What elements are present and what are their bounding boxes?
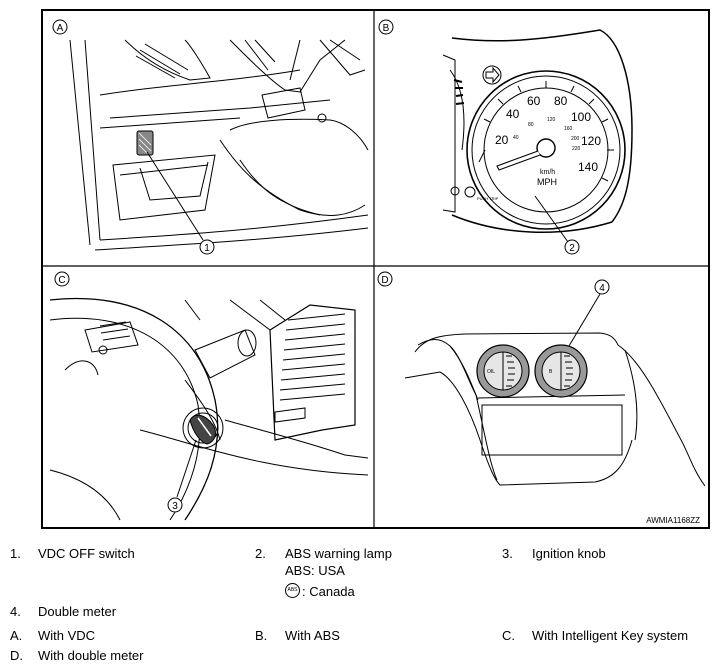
panel-a: A [52,19,369,251]
legend-text-1: VDC OFF switch [38,546,135,561]
panel-b-letter: B [383,23,390,34]
legend-text-d: With double meter [38,648,144,663]
kmh-label: km/h [540,169,555,176]
speedometer-labels: 20 40 60 80 100 120 140 [495,94,601,174]
panel-a-letter: A [57,23,64,34]
legend-num-1: 1. [10,546,21,561]
legend-num-a: A. [10,628,23,643]
legend-text-c: With Intelligent Key system [532,628,689,643]
kmh-tick-80: 80 [528,122,534,128]
kmh-tick-120: 120 [547,117,556,123]
speedometer-hub [536,138,556,158]
callout-2-circle [564,239,580,255]
speedometer-needle [496,150,541,171]
callout-4: 4 [599,283,605,294]
legend-text-2-line2: ABS: USA [285,563,345,578]
tick-120: 120 [581,134,601,148]
speedometer-dial [466,70,626,230]
legend-text-b: With ABS [285,628,340,643]
panel-d: D [377,271,706,487]
tick-80: 80 [554,94,568,108]
callout-3: 3 [172,501,178,512]
callout-1: 1 [204,243,210,254]
ignition-knob-shape [189,414,216,445]
tick-60: 60 [527,94,541,108]
right-gauge-label: B [549,369,553,375]
callout-3-circle [167,497,183,513]
legend-num-c: C. [502,628,515,643]
turn-signal-icon [482,65,502,85]
speedometer-kmh-labels: 40 80 120 160 200 220 [513,117,581,152]
callout-1-circle [199,239,215,255]
callout-4-circle [594,279,610,295]
panel-d-letter: D [381,275,388,286]
legend-num-d: D. [10,648,23,663]
callout-2: 2 [569,243,575,254]
legend-text-2-line3: : Canada [302,584,355,599]
legend-num-2: 2. [255,546,266,561]
panel-d-badge [377,271,393,287]
legend-num-3: 3. [502,546,513,561]
figure-code: AWMIA1168ZZ [646,516,700,525]
figure-frame [41,9,710,529]
panel-b: B [378,19,633,243]
trip-label: PUSH TRIP [477,196,499,201]
tick-100: 100 [571,110,591,124]
tick-20: 20 [495,133,509,147]
legend-text-a: With VDC [38,628,96,643]
panel-b-badge [378,19,394,35]
legend-text-2: ABS warning lamp [285,546,392,561]
tick-140: 140 [578,160,598,174]
tick-40: 40 [506,107,520,121]
panel-c-badge [54,271,70,287]
legend-num-b: B. [255,628,268,643]
kmh-tick-220: 220 [572,146,581,152]
kmh-tick-160: 160 [564,126,573,132]
kmh-tick-200: 200 [571,136,580,142]
left-gauge-label: OIL [487,369,495,375]
legend-num-4: 4. [10,604,21,619]
legend-text-3: Ignition knob [532,546,606,561]
legend-text-4: Double meter [38,604,117,619]
figure-illustration: A 1 B [41,9,710,529]
speedometer-tick-marks [478,81,614,182]
mph-label: MPH [537,177,557,187]
panel-a-badge [52,19,68,35]
kmh-tick-40: 40 [513,135,519,141]
abs-warning-icon: ABS [285,583,300,598]
panel-c: C [49,271,369,521]
panel-c-letter: C [58,275,65,286]
